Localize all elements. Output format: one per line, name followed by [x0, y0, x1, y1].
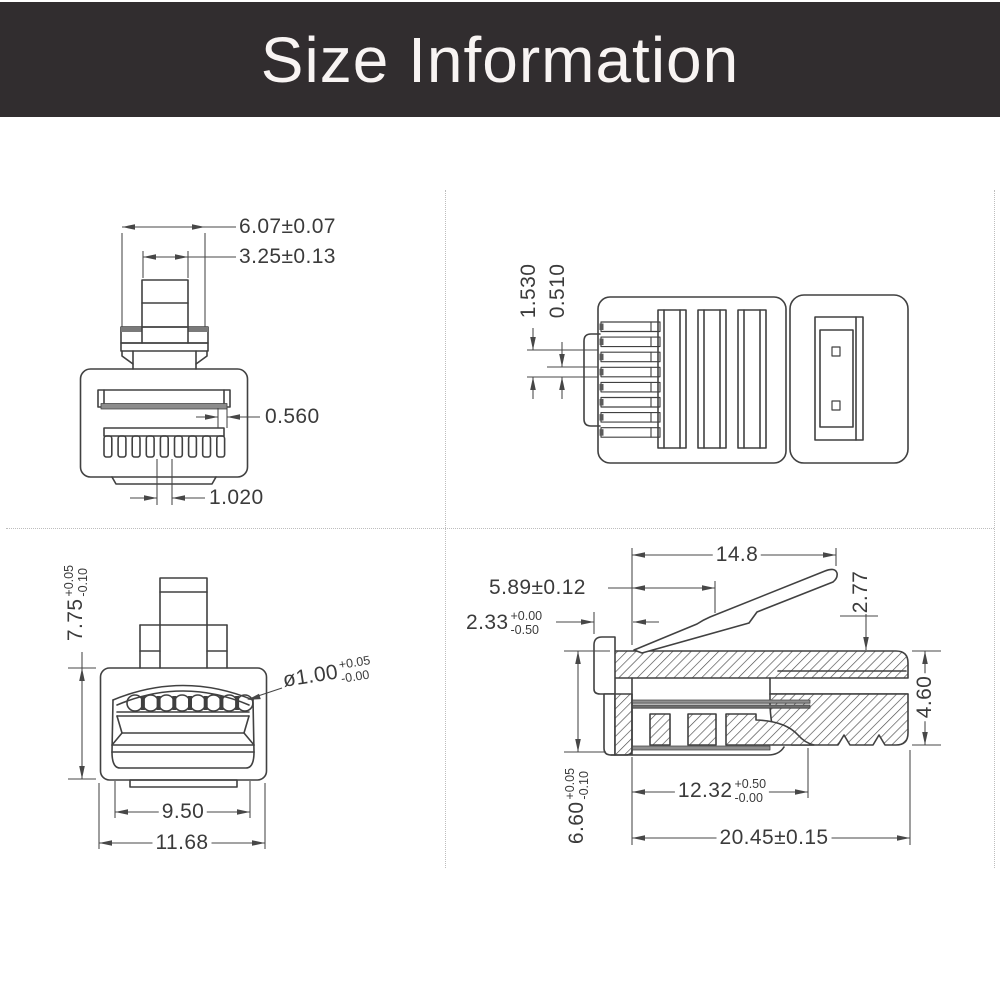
dim-pin-pitch-label: 1.530	[517, 263, 540, 319]
dim-pin-width-label: 0.510	[546, 263, 569, 319]
dim-latch-reach-label: 14.8	[712, 543, 762, 567]
rj45-bottom-view-drawing	[79, 224, 260, 505]
dim-crimp-length-label: 12.32 +0.50 -0.00	[674, 777, 770, 805]
dimension-lines	[68, 652, 283, 849]
dimension-lines	[527, 328, 598, 399]
dim-front-lip-value: 2.33	[466, 611, 509, 634]
dim-body-height-label: 6.60 +0.05 -0.10	[563, 768, 591, 844]
dim-body-height-tolerance: +0.05 -0.10	[563, 767, 591, 800]
quadrant-divider-vertical	[445, 190, 446, 868]
connector-outline	[583, 294, 909, 464]
connector-outline	[593, 568, 909, 756]
dim-wire-hole-tolerance: +0.05 -0.00	[337, 653, 372, 686]
dim-latch-height-label: 2.77	[849, 570, 872, 614]
dim-body-width-label: 11.68	[152, 831, 212, 855]
dim-contact-pitch-label: 1.020	[209, 486, 264, 509]
connector-outline	[99, 577, 268, 788]
dim-height-value: 7.75	[64, 598, 87, 642]
dim-crimp-length-tolerance: +0.50 -0.00	[734, 777, 767, 805]
dim-front-lip-label: 2.33 +0.00 -0.50	[466, 609, 542, 637]
dim-crimp-length-value: 12.32	[677, 779, 733, 802]
rj45-front-view-drawing	[68, 577, 283, 849]
dim-outer-width-label: 6.07±0.07	[239, 215, 336, 238]
connector-outline	[79, 279, 249, 485]
header-banner: Size Information	[0, 2, 1000, 117]
quadrant-divider-horizontal	[6, 528, 994, 529]
dim-latch-length-label: 5.89±0.12	[489, 576, 586, 599]
dim-tab-width-label: 3.25±0.13	[239, 245, 336, 268]
dim-body-height-value: 6.60	[565, 801, 588, 845]
page-title: Size Information	[260, 23, 740, 96]
rj45-side-view-drawing	[556, 548, 941, 845]
dim-rear-opening-label: 4.60	[913, 672, 937, 722]
dim-height-tolerance: +0.05 -0.10	[62, 564, 90, 597]
dim-height-label: 7.75 +0.05 -0.10	[62, 565, 90, 641]
dim-contact-width-label: 0.560	[265, 405, 320, 428]
dim-front-lip-tolerance: +0.00 -0.50	[510, 609, 543, 637]
dim-total-length-label: 20.45±0.15	[716, 826, 832, 850]
sheet-right-border	[994, 190, 995, 868]
dim-cavity-width-label: 9.50	[158, 800, 208, 824]
rj45-top-view-drawing	[527, 294, 909, 464]
dimension-lines	[121, 224, 260, 505]
